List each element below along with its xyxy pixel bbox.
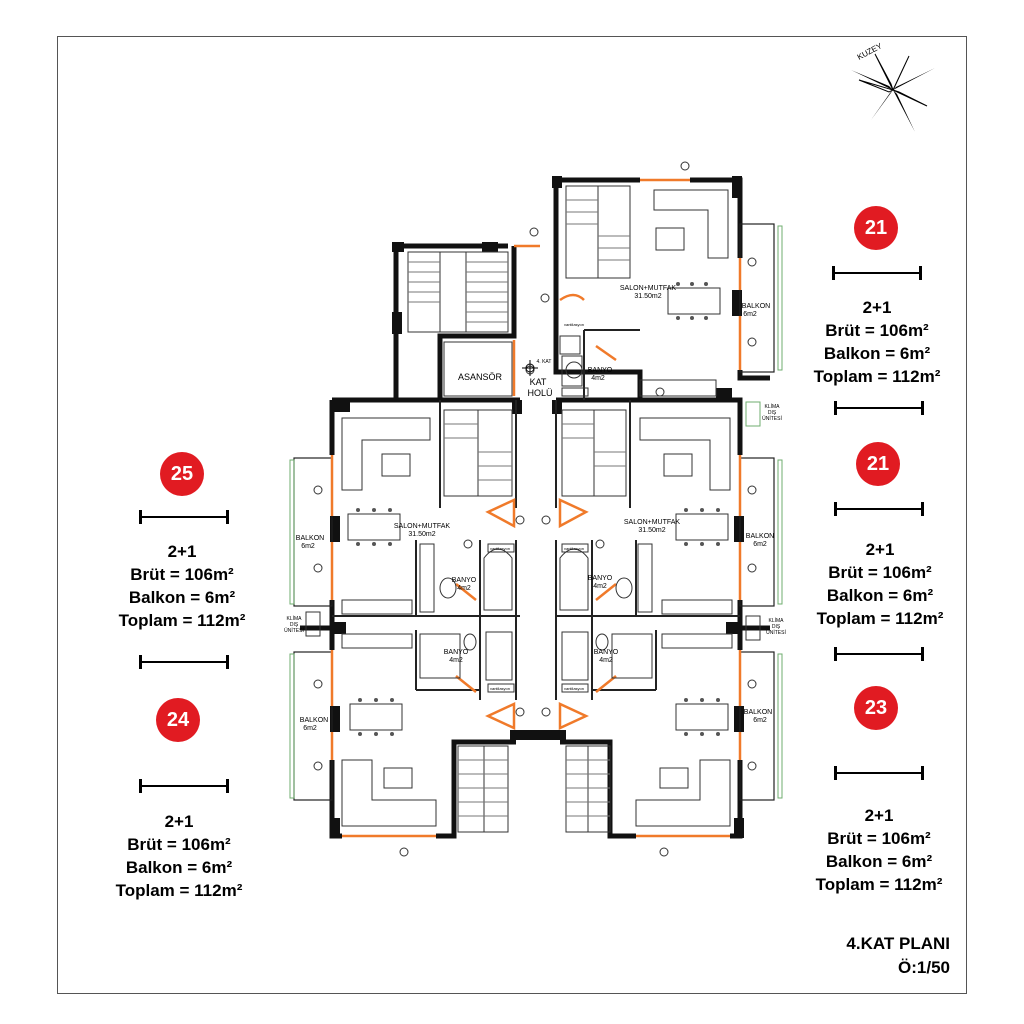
unit-toplam: Toplam = 112m² [115,881,243,900]
hall-label-holu: HOLÜ [527,388,552,398]
room-balkon-area-ml: 6m2 [301,543,315,550]
room-salon-area-ml: 31.50m2 [408,531,435,538]
plan-title: 4.KAT PLANI Ö:1/50 [846,932,950,980]
unit-type: 2+1 [865,540,895,559]
scale-bar [139,655,229,669]
unit-balkon: Balkon = 6m² [128,588,236,607]
room-banyo-label-bl: BANYO [444,649,469,656]
unit-toplam: Toplam = 112m² [118,611,246,630]
room-banyo-area-bl: 4m2 [449,657,463,664]
klima-label-top-3: ÜNİTESİ [762,415,782,422]
klima-label-top-2: DIŞ [768,410,777,416]
room-balkon-area-bl: 6m2 [303,725,317,732]
room-balkon-area-br: 6m2 [753,717,767,724]
room-banyo-area-mr: 4m2 [593,583,607,590]
vent-label-2: vantilasyon [490,546,510,551]
unit-type: 2+1 [167,542,197,561]
level-marker-icon [522,360,538,376]
room-balkon-label-bl: BALKON [300,717,328,724]
unit-brut: Brüt = 106m² [130,565,234,584]
unit-brut: Brüt = 106m² [825,321,929,340]
klima-label-right-3: ÜNİTESİ [766,629,786,636]
unit-badge-24: 24 [156,698,200,742]
klima-label-right-2: DIŞ [772,624,781,630]
vent-label-1: vantilasyon [564,322,584,327]
unit-info-23: 2+1 Brüt = 106m² Balkon = 6m² Toplam = 1… [779,804,979,896]
scale-bar [832,266,922,280]
drawing-frame [57,36,967,994]
unit-balkon: Balkon = 6m² [826,586,934,605]
unit-badge-21-top: 21 [854,206,898,250]
vent-label-4: vantilasyon [490,686,510,691]
room-banyo-label-ml: BANYO [452,577,477,584]
vent-label-3: vantilasyon [564,546,584,551]
unit-badge-21-mid: 21 [856,442,900,486]
unit-balkon: Balkon = 6m² [125,858,233,877]
room-banyo-label-br: BANYO [594,649,619,656]
room-salon-label-tr: SALON+MUTFAK [620,285,677,292]
unit-brut: Brüt = 106m² [127,835,231,854]
scale-bar [834,502,924,516]
klima-label-left-2: DIŞ [290,622,299,628]
room-banyo-area-br: 4m2 [599,657,613,664]
unit-toplam: Toplam = 112m² [813,367,941,386]
unit-type: 2+1 [864,806,894,825]
plan-title-name: 4.KAT PLANI [846,934,950,953]
unit-brut: Brüt = 106m² [827,829,931,848]
unit-info-25: 2+1 Brüt = 106m² Balkon = 6m² Toplam = 1… [82,540,282,632]
room-salon-area-mr: 31.50m2 [638,527,665,534]
klima-label-right: KLİMA [768,617,784,624]
room-banyo-area-ml: 4m2 [457,585,471,592]
scale-bar [139,510,229,524]
klima-label-left-3: ÜNİTESİ [284,627,304,634]
room-banyo-label-mr: BANYO [588,575,613,582]
elevator-label: ASANSÖR [458,372,503,382]
room-balkon-label-br: BALKON [744,709,772,716]
room-salon-label-ml: SALON+MUTFAK [394,523,451,530]
room-banyo-label-tr: BANYO [588,367,613,374]
compass-label: KUZEY [856,41,884,62]
unit-toplam: Toplam = 112m² [816,609,944,628]
unit-info-21-mid: 2+1 Brüt = 106m² Balkon = 6m² Toplam = 1… [780,538,980,630]
room-balkon-area-tr: 6m2 [743,311,757,318]
unit-toplam: Toplam = 112m² [815,875,943,894]
level-marker-label: 4. KAT [537,359,552,365]
unit-info-24: 2+1 Brüt = 106m² Balkon = 6m² Toplam = 1… [79,810,279,902]
unit-brut: Brüt = 106m² [828,563,932,582]
room-balkon-area-mr: 6m2 [753,541,767,548]
room-salon-area-tr: 31.50m2 [634,293,661,300]
klima-label-top: KLİMA [764,403,780,410]
hall-label-kat: KAT [530,377,547,387]
unit-badge-25: 25 [160,452,204,496]
plan-scale: Ö:1/50 [898,958,950,977]
room-balkon-label-ml: BALKON [296,535,324,542]
unit-type: 2+1 [862,298,892,317]
unit-info-21-top: 2+1 Brüt = 106m² Balkon = 6m² Toplam = 1… [777,296,977,388]
unit-type: 2+1 [164,812,194,831]
scale-bar [834,401,924,415]
vent-label-5: vantilasyon [564,686,584,691]
scale-bar [834,766,924,780]
unit-balkon: Balkon = 6m² [823,344,931,363]
klima-label-left: KLİMA [286,615,302,622]
north-compass-icon: KUZEY [851,41,935,132]
room-salon-label-mr: SALON+MUTFAK [624,519,681,526]
room-balkon-label-mr: BALKON [746,533,774,540]
room-banyo-area-tr: 4m2 [591,375,605,382]
room-balkon-label-tr: BALKON [742,303,770,310]
unit-balkon: Balkon = 6m² [825,852,933,871]
unit-badge-23: 23 [854,686,898,730]
scale-bar [834,647,924,661]
scale-bar [139,779,229,793]
